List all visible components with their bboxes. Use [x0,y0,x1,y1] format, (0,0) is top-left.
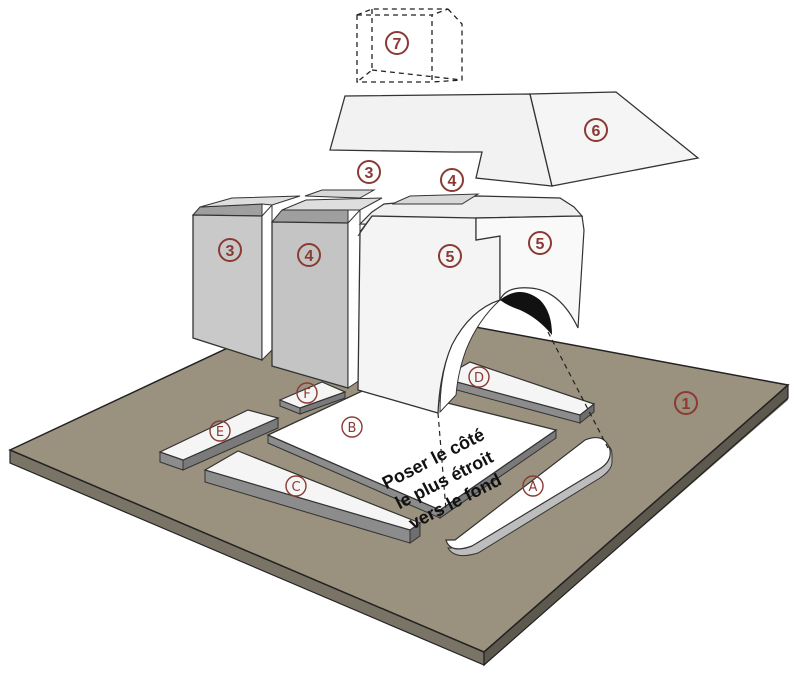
svg-text:A: A [529,480,538,495]
svg-text:3: 3 [226,243,235,260]
top-stone-4 [392,194,478,204]
svg-text:5: 5 [536,236,545,253]
svg-text:5: 5 [446,249,455,266]
svg-text:4: 4 [305,248,314,265]
svg-text:B: B [348,421,357,436]
svg-text:6: 6 [592,123,601,140]
optional-block-7 [357,9,462,82]
svg-text:3: 3 [365,165,374,182]
svg-text:7: 7 [393,36,402,53]
svg-text:4: 4 [448,173,457,190]
label-4-top: 4 [441,169,463,191]
svg-text:D: D [474,371,484,386]
svg-text:C: C [291,480,300,495]
keystone-6 [330,92,698,186]
top-stone-3 [305,190,374,198]
label-3-top: 3 [358,161,380,183]
svg-text:E: E [216,425,224,440]
svg-text:F: F [303,387,310,402]
svg-text:1: 1 [682,396,691,413]
label-7: 7 [386,32,408,54]
